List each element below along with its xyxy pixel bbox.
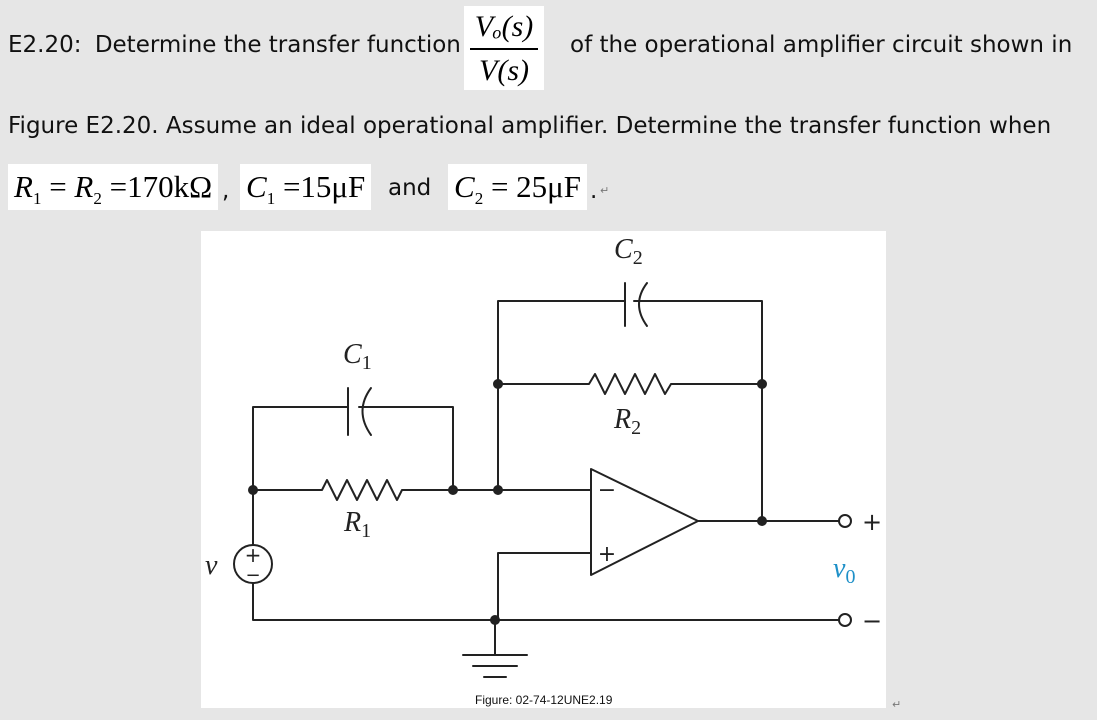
values-comma: , bbox=[222, 178, 230, 204]
junction-dot bbox=[757, 516, 767, 526]
c2-value-equation: C2 = 25μF bbox=[448, 164, 588, 210]
return-mark-text: ↵ bbox=[600, 184, 610, 197]
values-period: . bbox=[590, 178, 598, 204]
wire-c2-left bbox=[497, 300, 626, 385]
transfer-function-fraction: Vₒ(s) V(s) bbox=[464, 6, 544, 90]
resistor-values-equation: R1 = R2 =170kΩ bbox=[8, 164, 219, 210]
output-terminal-plus bbox=[838, 514, 852, 528]
r2-symbol: R bbox=[74, 169, 94, 204]
junction-dot bbox=[490, 615, 500, 625]
problem-line-1: E2.20: Determine the transfer function bbox=[8, 32, 461, 58]
opamp-triangle bbox=[590, 468, 699, 576]
c1-value-equation: C1 =15μF bbox=[240, 164, 372, 210]
circuit-figure: C2 R2 C1 R1 v + − − + + − v0 Figure: 02-… bbox=[201, 231, 886, 708]
junction-dot bbox=[493, 485, 503, 495]
voltage-source-circle bbox=[233, 544, 273, 584]
c1-label: C1 bbox=[343, 339, 372, 374]
r1-subscript: 1 bbox=[32, 189, 42, 209]
problem-line-2: Figure E2.20. Assume an ideal operationa… bbox=[8, 113, 1052, 139]
vo-label: v0 bbox=[833, 553, 855, 588]
problem-text-after-fraction: of the operational amplifier circuit sho… bbox=[570, 32, 1073, 58]
wire-noninverting-to-ground bbox=[497, 552, 592, 621]
equals-sign: = bbox=[41, 169, 75, 204]
junction-dot bbox=[248, 485, 258, 495]
wire-c1-right bbox=[358, 406, 454, 491]
r1-label: R1 bbox=[343, 507, 371, 542]
junction-dot bbox=[757, 379, 767, 389]
r2-subscript: 2 bbox=[93, 189, 102, 209]
opamp-inverting-sign: − bbox=[598, 478, 616, 503]
junction-dot bbox=[448, 485, 458, 495]
circuit-diagram: C2 R2 C1 R1 v + − − + + − v0 Figure: 02-… bbox=[205, 234, 882, 707]
c1-plate-curved bbox=[361, 387, 372, 436]
r1-symbol: R bbox=[14, 169, 33, 204]
junction-dot bbox=[493, 379, 503, 389]
resistor-r2 bbox=[497, 373, 763, 395]
fraction-denominator: V(s) bbox=[479, 54, 529, 87]
source-minus-sign: − bbox=[245, 565, 260, 586]
wire-c2-right bbox=[633, 300, 763, 524]
source-plus-sign: + bbox=[245, 543, 262, 567]
fraction-numerator: Vₒ(s) bbox=[474, 10, 534, 43]
values-and: and bbox=[388, 175, 432, 201]
resistor-r1 bbox=[252, 479, 454, 501]
r2-label: R2 bbox=[613, 404, 641, 439]
output-minus-sign: − bbox=[862, 607, 882, 635]
c2-label: C2 bbox=[614, 234, 643, 269]
c1-subscript: 1 bbox=[266, 189, 276, 209]
c1-value: =15μF bbox=[275, 169, 366, 204]
opamp-noninverting-sign: + bbox=[598, 542, 616, 567]
wire-source-bottom bbox=[252, 582, 840, 621]
c2-symbol: C bbox=[454, 169, 475, 204]
problem-label: E2.20: bbox=[8, 32, 82, 58]
c2-plate-curved bbox=[638, 282, 648, 327]
fraction-bar bbox=[470, 48, 538, 50]
c1-symbol: C bbox=[246, 169, 267, 204]
wire-c1-left bbox=[252, 406, 349, 491]
output-terminal-minus bbox=[838, 613, 852, 627]
resistor-value: =170kΩ bbox=[101, 169, 213, 204]
c2-value: = 25μF bbox=[483, 169, 582, 204]
source-v-label: v bbox=[205, 550, 218, 581]
figure-caption: Figure: 02-74-12UNE2.19 bbox=[475, 693, 613, 707]
output-plus-sign: + bbox=[862, 508, 882, 536]
problem-text-before-fraction: Determine the transfer function bbox=[94, 32, 461, 58]
c2-subscript: 2 bbox=[474, 189, 484, 209]
return-mark-figure: ↵ bbox=[892, 698, 902, 711]
